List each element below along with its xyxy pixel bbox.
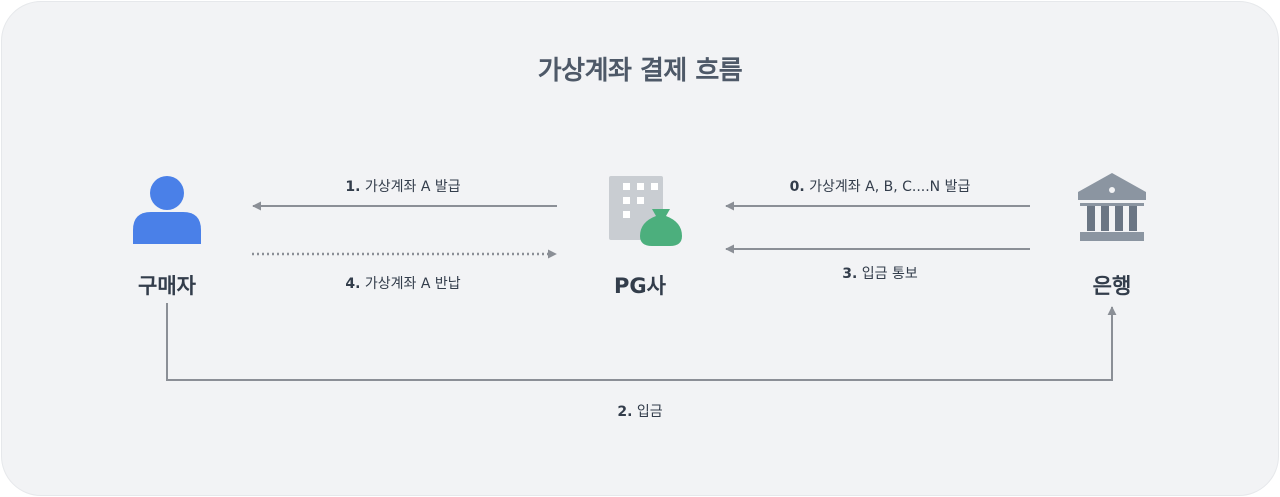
step-text: 가상계좌 A 반납: [364, 276, 461, 292]
step-text: 가상계좌 A, B, C....N 발급: [809, 179, 971, 195]
money-bag-icon: [640, 209, 682, 246]
diagram-title: 가상계좌 결제 흐름: [537, 56, 743, 86]
step-number: 2.: [617, 404, 633, 420]
step-number: 3.: [842, 266, 858, 282]
buyer-label: 구매자: [138, 274, 196, 298]
person-icon: [133, 176, 201, 244]
step-1-label: 1. 가상계좌 A 발급: [303, 176, 503, 196]
step-number: 0.: [789, 179, 805, 195]
arrow-step-2: [166, 303, 1117, 381]
step-0-label: 0. 가상계좌 A, B, C....N 발급: [740, 176, 1020, 196]
bank-icon: [1078, 173, 1146, 241]
step-text: 입금 통보: [861, 266, 918, 282]
step-number: 1.: [345, 179, 361, 195]
step-text: 입금: [636, 404, 663, 420]
step-text: 가상계좌 A 발급: [364, 179, 461, 195]
step-3-label: 3. 입금 통보: [800, 263, 960, 283]
bank-label: 은행: [1092, 274, 1132, 298]
step-number: 4.: [345, 276, 361, 292]
step-4-label: 4. 가상계좌 A 반납: [303, 273, 503, 293]
pg-label: PG사: [614, 274, 666, 298]
step-2-label: 2. 입금: [580, 401, 700, 421]
